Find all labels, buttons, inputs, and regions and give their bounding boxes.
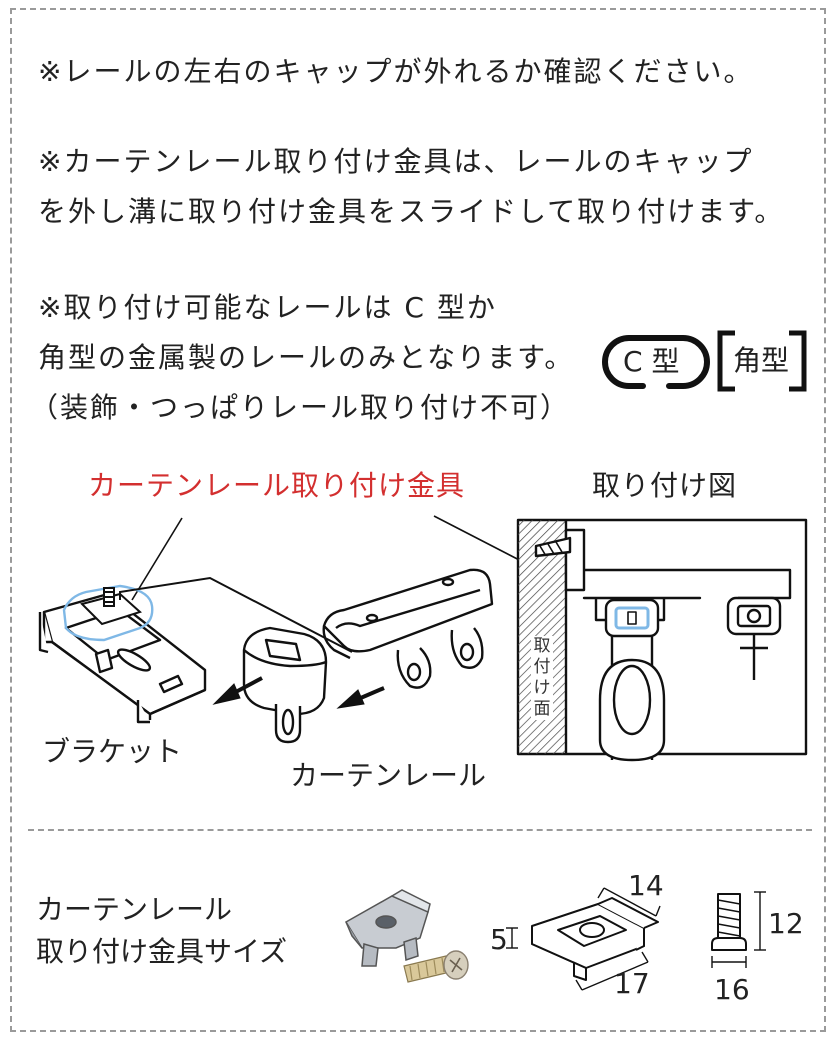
c-type-rail-icon: C 型 bbox=[602, 334, 710, 390]
note-caps-check: ※レールの左右のキャップが外れるか確認ください。 bbox=[38, 55, 754, 88]
curtain-rail-illustration bbox=[322, 568, 494, 689]
install-figure bbox=[516, 518, 808, 762]
dimension-bracket bbox=[531, 897, 659, 981]
curtain-rail-label: カーテンレール bbox=[290, 759, 487, 792]
size-title-line2: 取り付け金具サイズ bbox=[36, 935, 288, 968]
note-slide-line1: ※カーテンレール取り付け金具は、レールのキャップ bbox=[38, 145, 754, 178]
note-compatible-line3: （装飾・つっぱりレール取り付け不可） bbox=[30, 391, 571, 424]
mounting-surface-label: 取付け面 bbox=[531, 636, 553, 720]
dim-height-5: 5 bbox=[490, 923, 508, 956]
bracket-label: ブラケット bbox=[42, 735, 183, 768]
dim-width-14: 14 bbox=[628, 869, 664, 902]
dim-length-17: 17 bbox=[614, 967, 650, 1000]
section-divider bbox=[28, 829, 812, 831]
removal-arrows bbox=[212, 676, 385, 709]
note-slide-line2: を外し溝に取り付け金具をスライドして取り付けます。 bbox=[38, 195, 785, 228]
dim-screw-head-16: 16 bbox=[714, 973, 750, 1006]
install-figure-title: 取り付け図 bbox=[592, 469, 738, 502]
c-type-label: C 型 bbox=[623, 345, 680, 378]
dashed-frame bbox=[10, 8, 826, 1032]
note-compatible-line1: ※取り付け可能なレールは C 型か bbox=[38, 291, 497, 324]
screw-photo bbox=[403, 950, 469, 983]
note-compatible-line2: 角型の金属製のレールのみとなります。 bbox=[38, 341, 575, 374]
bracket-illustration bbox=[38, 592, 207, 724]
square-type-label: 角型 bbox=[733, 344, 790, 377]
end-cap-illustration bbox=[242, 626, 328, 744]
dim-screw-length-12: 12 bbox=[768, 907, 804, 940]
dimension-screw bbox=[711, 893, 747, 951]
size-title-line1: カーテンレール bbox=[36, 893, 233, 926]
bracket-highlight bbox=[62, 584, 154, 642]
bracket-photo bbox=[344, 889, 431, 967]
bracket-callout-title: カーテンレール取り付け金具 bbox=[88, 469, 466, 502]
square-rail-icon: 角型 bbox=[717, 330, 807, 392]
